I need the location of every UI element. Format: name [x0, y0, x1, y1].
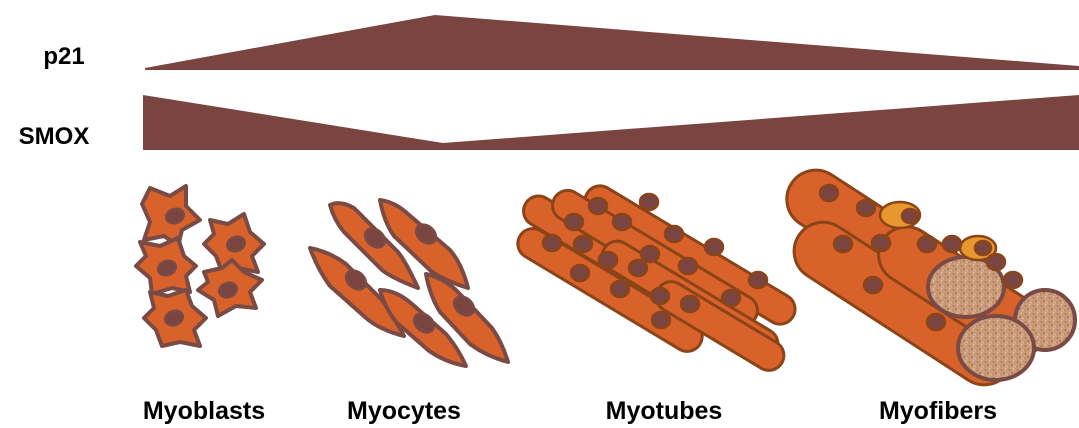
- stage-label-myocytes: Myocytes: [347, 397, 461, 425]
- smox-label: SMOX: [19, 123, 90, 150]
- myoblasts-cells: [136, 186, 264, 346]
- p21-label: p21: [43, 43, 84, 70]
- myotubes-cells: [512, 180, 800, 376]
- myoblast-cell: [142, 186, 200, 246]
- smox-expression-wedge: [143, 95, 1079, 150]
- p21-expression-wedge: [145, 15, 1079, 70]
- myoblast-cell: [144, 290, 206, 346]
- myocytes-cells: [310, 200, 508, 366]
- stage-label-myoblasts: Myoblasts: [143, 397, 265, 425]
- myoblast-cell: [136, 238, 196, 294]
- stage-label-myotubes: Myotubes: [606, 397, 723, 425]
- myofibers-cells: [776, 159, 1075, 396]
- stage-label-myofibers: Myofibers: [879, 397, 997, 425]
